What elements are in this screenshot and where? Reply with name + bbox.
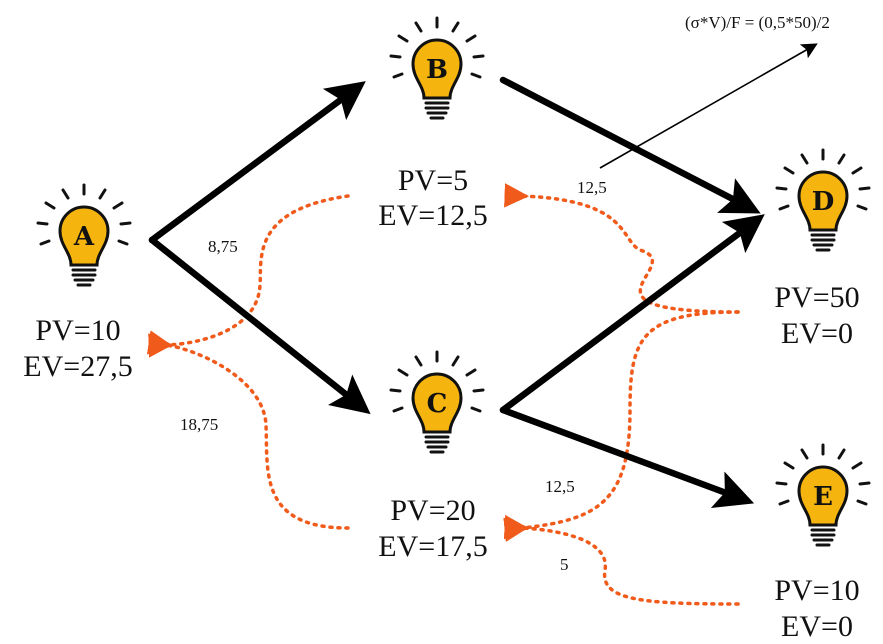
- arrow-c-to-d: [499, 214, 765, 414]
- node-d-pv: PV=50: [774, 281, 859, 314]
- flow-d-to-b: [504, 183, 740, 314]
- node-d: D PV=50 EV=0: [774, 148, 871, 350]
- flow-label-d-to-c: 12,5: [545, 477, 575, 496]
- flow-label-c-to-a: 18,75: [180, 415, 218, 434]
- node-e-letter: E: [813, 482, 833, 512]
- node-c-pv: PV=20: [390, 494, 475, 527]
- node-a-ev: EV=27,5: [23, 350, 132, 383]
- node-e-pv: PV=10: [774, 574, 859, 607]
- flow-label-b-to-a: 8,75: [208, 237, 238, 256]
- arrow-b-to-d: [499, 76, 761, 214]
- flow-e-to-c: [503, 514, 740, 606]
- formula-pointer: [599, 43, 818, 169]
- arrow-c-to-e: [499, 406, 755, 509]
- node-d-ev: EV=0: [781, 317, 853, 350]
- node-b-letter: B: [426, 55, 448, 85]
- flow-d-to-c: [503, 310, 740, 542]
- node-e: E PV=10 EV=0: [774, 443, 871, 643]
- formula-text: (σ*V)/F = (0,5*50)/2: [685, 13, 830, 32]
- arrow-a-to-b: [148, 81, 366, 244]
- node-c-letter: C: [427, 389, 448, 419]
- flow-c-to-a: [146, 330, 350, 530]
- node-c-ev: EV=17,5: [378, 530, 487, 563]
- flow-b-to-a: [148, 194, 350, 358]
- flow-label-d-to-b: 12,5: [577, 178, 607, 197]
- node-a: A PV=10 EV=27,5: [23, 183, 133, 383]
- arrow-a-to-c: [148, 236, 371, 415]
- node-a-pv: PV=10: [35, 314, 120, 347]
- node-b: B PV=5 EV=12,5: [378, 16, 488, 232]
- node-a-letter: A: [73, 222, 95, 252]
- node-b-pv: PV=5: [398, 164, 468, 197]
- node-e-ev: EV=0: [781, 610, 853, 643]
- node-c: C PV=20 EV=17,5: [378, 350, 488, 563]
- node-b-ev: EV=12,5: [378, 199, 487, 232]
- node-d-letter: D: [812, 187, 835, 217]
- flow-label-e-to-c: 5: [560, 555, 569, 574]
